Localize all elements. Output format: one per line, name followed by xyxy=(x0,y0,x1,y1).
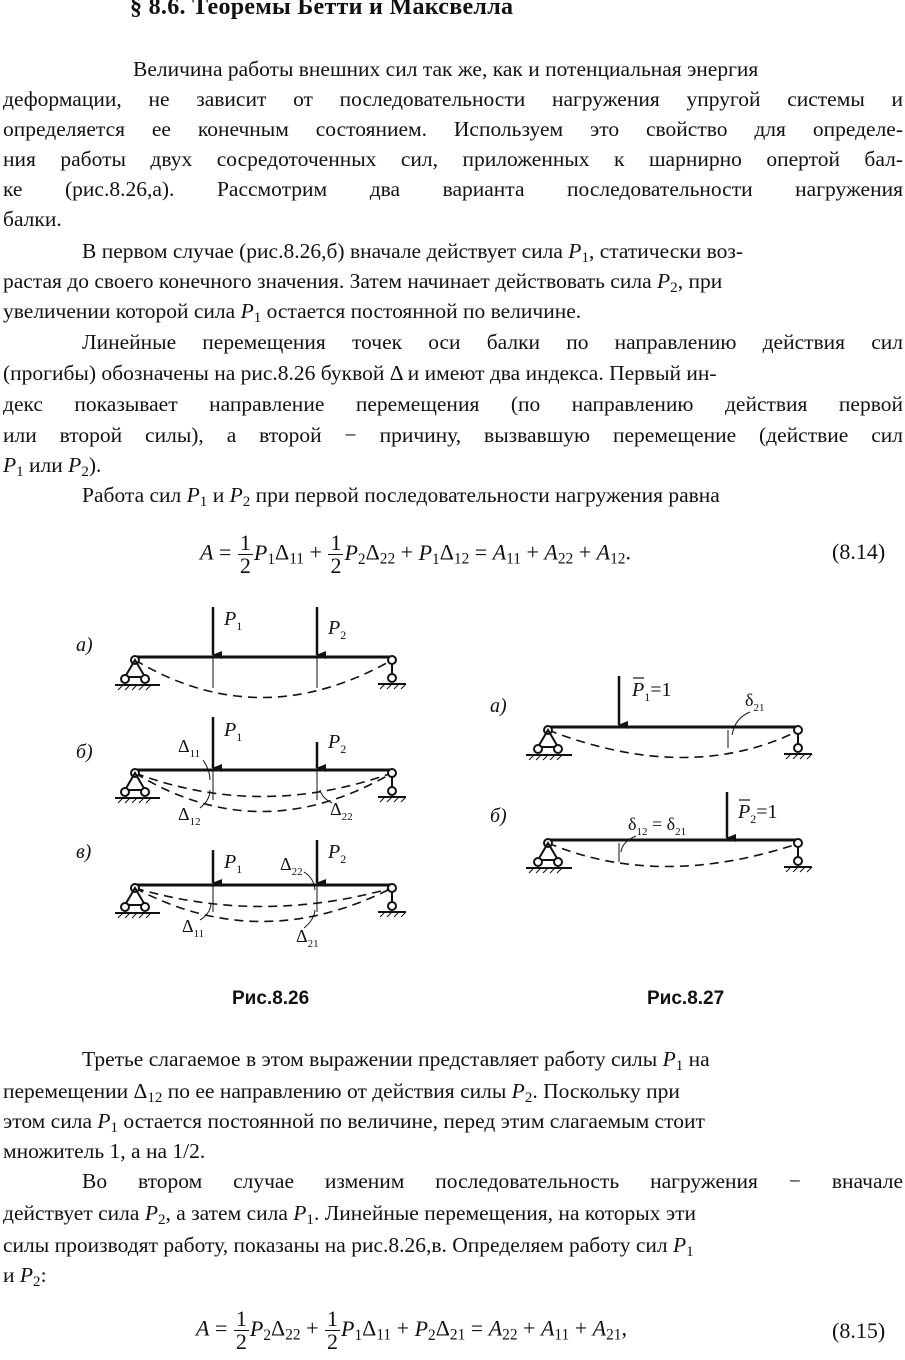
svg-text:P2=1: P2=1 xyxy=(737,801,778,826)
svg-text:P2: P2 xyxy=(327,841,346,866)
beam-scheme-unit-b: P2=1 δ12 = δ21 xyxy=(526,792,813,874)
equation-number: (8.15) xyxy=(832,1318,886,1343)
svg-text:Δ22: Δ22 xyxy=(280,854,303,878)
svg-text:P1: P1 xyxy=(223,719,242,744)
svg-text:P2: P2 xyxy=(327,731,346,756)
paragraph-4: Работа сил P1 и P2 при первой последоват… xyxy=(82,483,720,510)
subfigure-label: б) xyxy=(76,741,93,763)
svg-text:Δ11: Δ11 xyxy=(178,736,200,760)
svg-text:P1: P1 xyxy=(223,851,242,876)
text-line: перемещении Δ12 по ее направлению от дей… xyxy=(3,1079,680,1106)
text-line: ния работы двух сосредоточенных сил, при… xyxy=(3,147,903,171)
beam-scheme-c: P1 P2 Δ22 Δ11 Δ21 xyxy=(115,840,407,950)
text-line: этом сила P1 остается постоянной по вели… xyxy=(3,1109,705,1136)
subfigure-label: б) xyxy=(490,805,507,827)
text-line: определяется ее конечным состоянием. Исп… xyxy=(3,117,903,141)
figure-8-26: а) P1 P2 б) P1 P2 Δ11 Δ12 xyxy=(76,607,407,950)
text-line: В первом случае (рис.8.26,б) вначале дей… xyxy=(82,239,743,266)
text-line: или второй силы), а второй − причину, вы… xyxy=(3,423,903,447)
svg-text:Δ22: Δ22 xyxy=(330,799,353,823)
figure-caption: Рис.8.27 xyxy=(647,988,725,1009)
beam-scheme-a: P1 P2 xyxy=(115,607,407,699)
text-line: Третье слагаемое в этом выражении предст… xyxy=(82,1047,710,1074)
svg-text:P1: P1 xyxy=(223,608,242,633)
svg-text:δ12 = δ21: δ12 = δ21 xyxy=(628,814,686,838)
svg-text:P2: P2 xyxy=(327,617,346,642)
text-line: растая до своего конечного значения. Зат… xyxy=(3,269,723,296)
subfigure-label: а) xyxy=(76,634,93,656)
text-line: декс показывает направление перемещения … xyxy=(3,392,903,416)
svg-text:δ21: δ21 xyxy=(745,690,764,714)
figure-caption: Рис.8.26 xyxy=(232,988,310,1009)
equation-number: (8.14) xyxy=(832,539,886,564)
text-line: увеличении которой сила P1 остается пост… xyxy=(3,299,582,326)
text-line: силы производят работу, показаны на рис.… xyxy=(3,1233,694,1260)
text-line: множитель 1, а на 1/2. xyxy=(3,1139,206,1163)
subfigure-label: в) xyxy=(76,841,92,863)
svg-text:Δ12: Δ12 xyxy=(178,804,201,828)
text-line: ке (рис.8.26,а). Рассмотрим два варианта… xyxy=(3,177,903,201)
text-line: Линейные перемещения точек оси балки по … xyxy=(82,330,903,354)
text-line: и P2: xyxy=(3,1263,47,1290)
svg-text:Δ21: Δ21 xyxy=(296,926,319,950)
text-line: деформации, не зависит от последовательн… xyxy=(3,87,903,111)
subfigure-label: а) xyxy=(490,695,507,717)
text-line: действует сила P2, а затем сила P1. Лине… xyxy=(3,1201,696,1228)
text-line: P1 или P2). xyxy=(3,453,102,480)
svg-text:P1=1: P1=1 xyxy=(631,679,672,704)
beam-scheme-unit-a: P1=1 δ21 xyxy=(526,676,813,761)
text-line: (прогибы) обозначены на рис.8.26 буквой … xyxy=(3,361,717,385)
section-title: § 8.6. Теоремы Бетти и Максвелла xyxy=(130,0,514,20)
beam-scheme-b: P1 P2 Δ11 Δ12 Δ22 xyxy=(115,717,407,828)
text-line: Во втором случае изменим последовательно… xyxy=(82,1169,903,1193)
text-line: балки. xyxy=(3,207,62,231)
text-line: Величина работы внешних сил так же, как … xyxy=(133,57,759,81)
figure-8-27: а) P1=1 δ21 б) P2=1 δ12 = δ21 xyxy=(490,676,813,874)
